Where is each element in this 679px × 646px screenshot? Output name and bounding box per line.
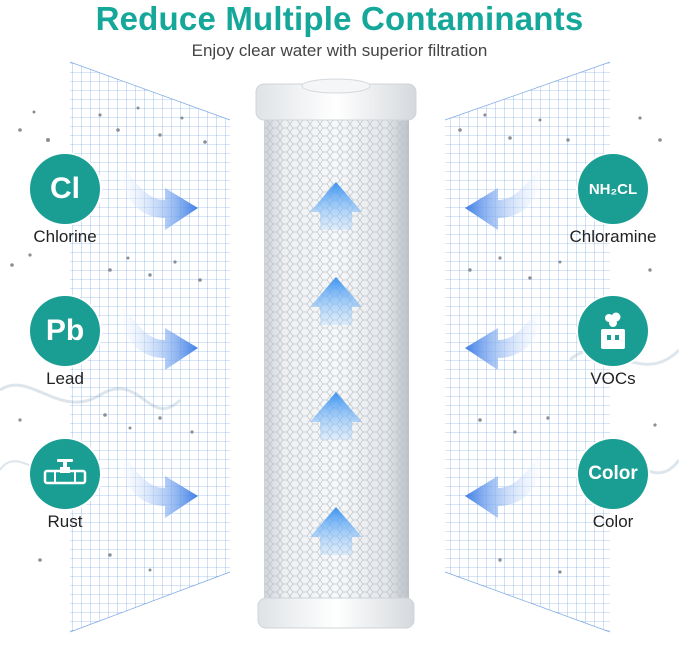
rust-badge bbox=[30, 439, 100, 509]
page-subtitle: Enjoy clear water with superior filtrati… bbox=[191, 41, 488, 60]
vocs-badge bbox=[578, 296, 648, 366]
chloramine-badge: NH₂CL bbox=[578, 154, 648, 224]
right-flow-arrows bbox=[465, 160, 545, 518]
factory-smoke-icon bbox=[601, 312, 625, 349]
chlorine-label: Chlorine bbox=[33, 227, 97, 246]
filter-cartridge bbox=[255, 78, 417, 629]
color-badge: Color bbox=[578, 439, 648, 509]
lead-text-icon: Pb bbox=[45, 314, 85, 347]
color-label: Color bbox=[592, 512, 634, 531]
color-text-icon: Color bbox=[588, 463, 638, 484]
vocs-label: VOCs bbox=[590, 369, 636, 388]
pipe-valve-icon bbox=[43, 459, 87, 485]
rust-label: Rust bbox=[47, 512, 83, 531]
left-flow-arrows bbox=[118, 160, 198, 518]
chlorine-badge: Cl bbox=[30, 154, 100, 224]
page-title: Reduce Multiple Contaminants bbox=[95, 0, 584, 37]
chloramine-label: Chloramine bbox=[569, 227, 657, 246]
contaminant-particles bbox=[10, 106, 662, 574]
upflow-arrows bbox=[310, 182, 362, 555]
lead-badge: Pb bbox=[30, 296, 100, 366]
chloramine-text-icon: NH₂CL bbox=[588, 180, 638, 198]
lead-label: Lead bbox=[46, 369, 84, 388]
chlorine-text-icon: Cl bbox=[50, 172, 80, 205]
